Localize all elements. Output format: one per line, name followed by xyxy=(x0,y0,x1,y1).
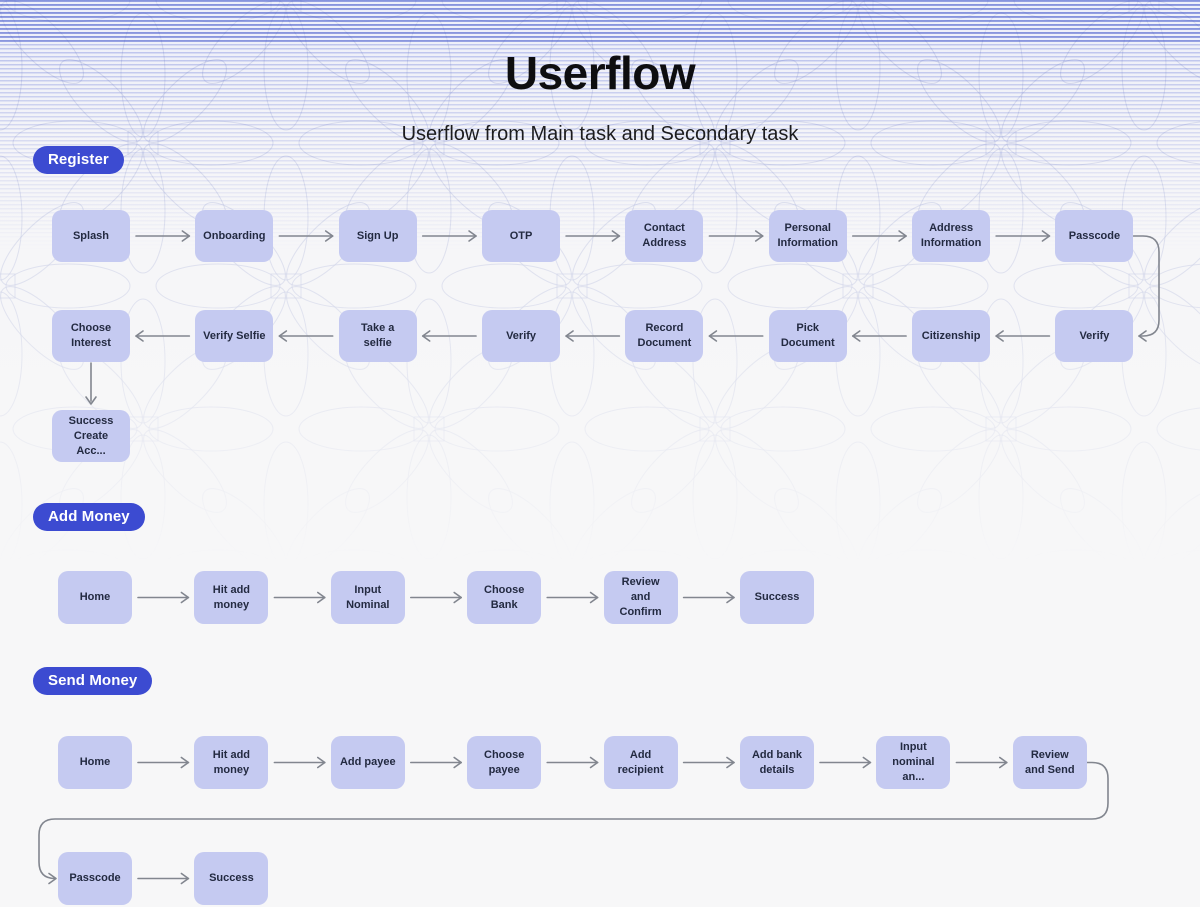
arrowhead xyxy=(181,230,191,242)
node-register-splash: Splash xyxy=(52,210,130,262)
node-send-money-add-recipient: Add recipient xyxy=(603,736,678,789)
arrowhead xyxy=(85,396,97,405)
arrowhead xyxy=(453,591,462,604)
node-add-money-review-and-confirm: Review and Confirm xyxy=(603,571,678,624)
send-money-section-badge: Send Money xyxy=(33,667,153,695)
node-register-passcode: Passcode xyxy=(1055,210,1134,262)
node-add-money-choose-bank: Choose Bank xyxy=(467,571,542,624)
node-register-verify: Verify xyxy=(1055,310,1134,362)
node-send-money-choose-payee: Choose payee xyxy=(467,736,542,789)
ornament-pattern-background xyxy=(0,0,1200,560)
arrowhead xyxy=(726,756,735,769)
arrowhead xyxy=(421,330,431,342)
arrowhead xyxy=(898,230,907,242)
arrowhead xyxy=(565,330,574,342)
arrowhead xyxy=(851,330,861,342)
arrowhead xyxy=(995,330,1004,342)
page-subtitle: Userflow from Main task and Secondary ta… xyxy=(401,123,799,145)
arrowhead xyxy=(862,756,872,769)
arrowhead xyxy=(180,872,190,885)
add-money-section-badge: Add Money xyxy=(33,503,145,531)
node-add-money-success: Success xyxy=(740,571,814,624)
register-wrap-connector xyxy=(1132,235,1160,337)
node-send-money-input-nominal-an: Input nominal an... xyxy=(876,736,951,789)
node-register-take-a-selfie: Take a selfie xyxy=(338,310,417,362)
arrowhead xyxy=(317,591,326,604)
register-section-badge: Register xyxy=(33,146,124,174)
arrowhead xyxy=(589,756,599,769)
node-register-contact-address: Contact Address xyxy=(625,210,704,262)
node-send-money-add-bank-details: Add bank details xyxy=(740,736,814,789)
arrowhead xyxy=(754,230,764,242)
arrowhead xyxy=(611,230,621,242)
node-register-verify-selfie: Verify Selfie xyxy=(195,310,274,362)
arrowhead xyxy=(324,230,334,242)
arrowhead xyxy=(180,591,190,604)
node-register-choose-interest: Choose Interest xyxy=(52,310,130,362)
arrowhead xyxy=(317,756,326,769)
node-send-money-add-payee: Add payee xyxy=(330,736,405,789)
arrowhead xyxy=(589,591,599,604)
node-send-money-review-and-send: Review and Send xyxy=(1012,736,1087,789)
node-register-success-create-acc: Success Create Acc... xyxy=(52,410,130,462)
arrowhead xyxy=(48,872,57,885)
node-send-money-success: Success xyxy=(194,852,269,905)
stripe-background-top xyxy=(0,0,1200,42)
node-add-money-hit-add-money: Hit add money xyxy=(194,571,269,624)
node-register-otp: OTP xyxy=(482,210,561,262)
page-title: Userflow xyxy=(504,47,696,99)
arrowhead xyxy=(180,756,190,769)
node-send-money-home: Home xyxy=(58,736,132,789)
arrowhead xyxy=(708,330,718,342)
node-send-money-hit-add-money: Hit add money xyxy=(194,736,269,789)
arrowhead xyxy=(1138,330,1147,342)
arrowhead xyxy=(468,230,477,242)
node-register-personal-information: Personal Information xyxy=(768,210,847,262)
node-register-record-document: Record Document xyxy=(625,310,704,362)
arrowhead xyxy=(453,756,462,769)
node-add-money-input-nominal: Input Nominal xyxy=(330,571,405,624)
node-register-sign-up: Sign Up xyxy=(338,210,417,262)
arrowhead xyxy=(278,330,288,342)
node-register-pick-document: Pick Document xyxy=(768,310,847,362)
arrowhead xyxy=(1041,230,1051,242)
arrowhead xyxy=(726,591,735,604)
node-send-money-passcode: Passcode xyxy=(58,852,132,905)
node-add-money-home: Home xyxy=(58,571,132,624)
node-register-onboarding: Onboarding xyxy=(195,210,274,262)
arrowhead xyxy=(135,330,144,342)
node-register-citizenship: Citizenship xyxy=(912,310,991,362)
node-register-verify: Verify xyxy=(482,310,561,362)
send-money-wrap-connector xyxy=(38,761,1109,880)
node-register-address-information: Address Information xyxy=(912,210,991,262)
arrowhead xyxy=(999,756,1008,769)
